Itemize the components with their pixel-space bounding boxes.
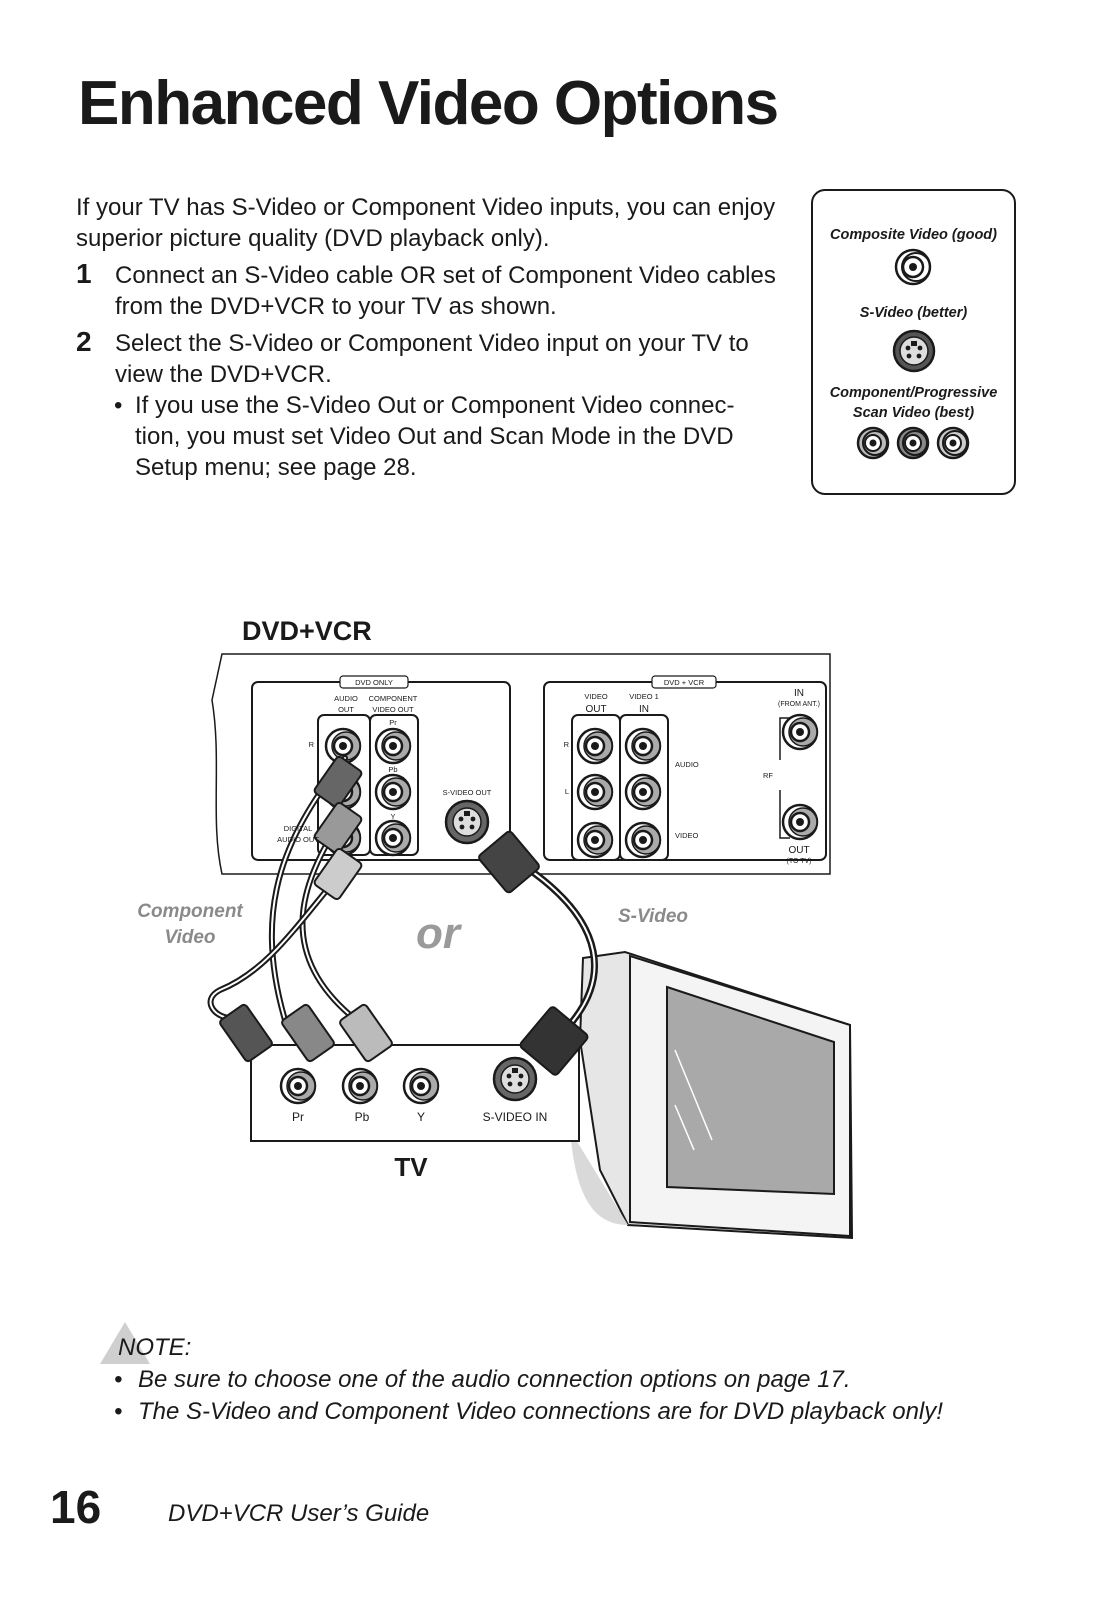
legend-component-label-1: Component/Progressive — [829, 385, 998, 401]
svideo-caption: S-Video — [618, 906, 688, 927]
r-label: R — [309, 740, 315, 749]
composite-jack-icon — [894, 248, 932, 286]
pb-label: Pb — [388, 765, 397, 774]
tv-svideo-in-label: S-VIDEO IN — [483, 1110, 548, 1124]
note-item: • Be sure to choose one of the audio con… — [114, 1366, 851, 1394]
step-number: 1 — [76, 258, 92, 289]
guide-title: DVD+VCR User’s Guide — [168, 1500, 430, 1527]
note-text: The S-Video and Component Video connecti… — [138, 1398, 943, 1425]
digital-label-2: AUDIO OUT — [277, 835, 319, 844]
y-label: Y — [390, 812, 395, 821]
note-text: Be sure to choose one of the audio conne… — [138, 1366, 851, 1393]
tv-pr-label: Pr — [292, 1110, 304, 1124]
tv-y-label: Y — [417, 1110, 425, 1124]
rf-in-label: IN — [794, 688, 804, 699]
tv-set-illustration — [570, 950, 854, 1240]
audio-out-label-2: OUT — [338, 705, 354, 714]
tv-pb-label: Pb — [355, 1110, 370, 1124]
note-title: NOTE: — [118, 1334, 192, 1361]
connection-quality-legend: Composite Video (good) S-Video (better) … — [811, 189, 1016, 495]
audio-out-label-1: AUDIO — [334, 694, 358, 703]
svideo-out-label: S-VIDEO OUT — [443, 788, 492, 797]
vcr-l-label: L — [565, 787, 569, 796]
digital-label-1: DIGITAL — [284, 824, 313, 833]
tv-side-plugs — [219, 1003, 589, 1076]
connection-diagram: DVD+VCR DVD ONLY DVD + VCR AUDIO OUT COM… — [137, 616, 854, 1240]
tv-input-panel — [250, 1044, 580, 1142]
or-label: or — [416, 909, 463, 958]
component-out-label-2: VIDEO OUT — [372, 705, 414, 714]
step-text: Select the S-Video or Component Video in… — [115, 330, 749, 388]
bullet-text: If you use the S-Video Out or Component … — [135, 392, 735, 481]
rf-out-label: OUT — [788, 845, 809, 856]
video-label: VIDEO — [584, 692, 608, 701]
bullet-dot: • — [114, 1398, 123, 1425]
vcr-r-label: R — [564, 740, 570, 749]
svideo-cable — [526, 866, 598, 1044]
dvd-only-label: DVD ONLY — [355, 678, 393, 687]
step-number: 2 — [76, 326, 92, 357]
dvd-side-plugs — [313, 755, 540, 901]
legend-composite-label: Composite Video (good) — [829, 227, 997, 243]
audio-label: AUDIO — [675, 760, 699, 769]
svideo-jack-icon — [892, 329, 936, 373]
pr-label: Pr — [389, 718, 397, 727]
dvd-vcr-rear-panel — [211, 653, 831, 875]
legend-component-label-2: Scan Video (best) — [852, 405, 975, 421]
to-tv-label: (TO TV) — [786, 858, 811, 865]
intro-paragraph: If your TV has S-Video or Component Vide… — [76, 194, 776, 252]
legend-svideo-label: S-Video (better) — [859, 305, 968, 321]
setup-bullet: • If you use the S-Video Out or Componen… — [114, 390, 774, 483]
bullet-dot: • — [114, 1366, 123, 1393]
component-caption-2: Video — [164, 927, 215, 948]
note-item: • The S-Video and Component Video connec… — [114, 1398, 943, 1426]
device-label: DVD+VCR — [242, 616, 372, 646]
in-label: IN — [639, 704, 649, 715]
warning-triangle-icon — [100, 1322, 150, 1364]
step-1: 1 Connect an S-Video cable OR set of Com… — [76, 258, 791, 322]
from-ant-label: (FROM ANT.) — [778, 701, 820, 708]
page-number: 16 — [50, 1481, 102, 1533]
rf-label: RF — [763, 771, 773, 780]
component-out-label-1: COMPONENT — [369, 694, 418, 703]
bullet-dot: • — [114, 392, 123, 419]
out-label: OUT — [585, 704, 606, 715]
component-jacks-icon — [856, 426, 970, 460]
dvd-vcr-label: DVD + VCR — [664, 678, 705, 687]
video1-label: VIDEO 1 — [629, 692, 659, 701]
tv-label: TV — [394, 1152, 428, 1182]
component-caption-1: Component — [137, 901, 243, 922]
step-text: Connect an S-Video cable OR set of Compo… — [115, 262, 776, 320]
page-title: Enhanced Video Options — [78, 69, 779, 138]
vcr-video-label: VIDEO — [675, 831, 699, 840]
step-2: 2 Select the S-Video or Component Video … — [76, 326, 791, 390]
